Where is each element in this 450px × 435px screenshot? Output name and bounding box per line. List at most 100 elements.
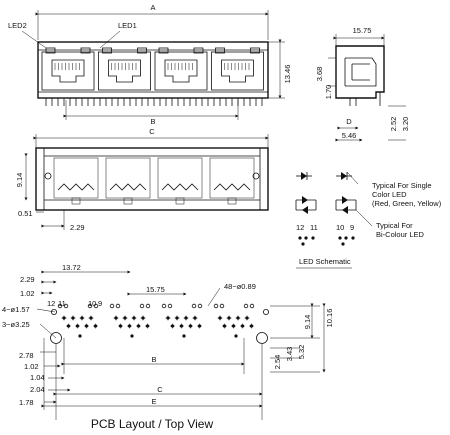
led-window: [193, 47, 204, 54]
pcb-pin9-label: 9: [98, 299, 102, 308]
pin-label: 11: [310, 223, 318, 232]
pcb-dim-e-label: E: [151, 397, 156, 406]
single-diode-symbol-a: [296, 172, 312, 180]
rj45-port: [154, 47, 208, 91]
led-window: [215, 47, 225, 54]
led-window: [137, 47, 147, 54]
pcb-pin11-label: 11: [58, 299, 66, 308]
pin-hole: [63, 303, 69, 309]
pin-hole: [167, 303, 173, 309]
dim-c-label: C: [149, 127, 155, 136]
single-led-note-line2: Color LED: [372, 190, 407, 199]
pin-hole: [139, 303, 145, 309]
pcb-2-29-label: 2.29: [20, 275, 35, 284]
pin-hole: [93, 303, 99, 309]
pin-label: 10: [336, 223, 344, 232]
led-window: [250, 47, 260, 54]
pcb-3-43-label: 3.43: [285, 347, 294, 362]
pin-hole: [145, 303, 151, 309]
bicolour-diode-symbol-a: [295, 196, 317, 214]
contact-spring: [161, 183, 199, 191]
side-base-label: 5.46: [342, 131, 357, 140]
pcb-hole-large-label: 3−ø3.25: [2, 320, 30, 329]
pin-hole: [182, 334, 186, 338]
pcb-layout-caption: PCB Layout / Top View: [91, 417, 214, 431]
led-schematic-caption: LED Schematic: [299, 257, 351, 266]
pcb-13-72-label: 13.72: [62, 263, 81, 272]
bicolour-diode-symbol-b: [335, 196, 373, 227]
pcb-port-footprint: [109, 303, 151, 338]
pcb-1-04-label: 1.04: [30, 373, 45, 382]
bottom-edge-label: 0.51: [18, 209, 33, 218]
pcb-port-footprint: [57, 303, 99, 338]
pcb-10-16-label: 10.16: [325, 309, 334, 328]
rj45-port: [211, 47, 264, 91]
contact-spring: [213, 183, 251, 191]
pcb-5-32-label: 5.32: [297, 345, 306, 360]
dim-a-label: A: [150, 3, 155, 12]
side-d1-label: 3.68: [315, 67, 324, 82]
pin-hole: [243, 303, 249, 309]
led-window: [102, 47, 112, 54]
pin-hole: [78, 334, 82, 338]
led-window: [45, 47, 56, 54]
pcb-dim-c-label: C: [157, 385, 163, 394]
side-view: 15.75 3.68 1.70 2.52 3.20 D 5.46: [315, 26, 410, 142]
side-d3-label: 2.52: [389, 117, 398, 132]
bi-led-note-line1: Typical For: [376, 221, 413, 230]
bottom-port: [209, 157, 255, 205]
led-window: [80, 47, 91, 54]
pcb-layout: 13.72 2.29 1.02 15.75 4−ø1.57 3−ø3.25 48…: [2, 263, 334, 420]
led-window: [158, 47, 169, 54]
pcb-port-footprint: [213, 303, 255, 338]
pin-hole: [109, 303, 115, 309]
bottom-height-label: 9.14: [15, 173, 24, 188]
pin-hole: [130, 334, 134, 338]
single-led-note-line1: Typical For Single: [372, 181, 432, 190]
pcb-dim-b-label: B: [151, 355, 156, 364]
bottom-pitch-label: 2.29: [70, 223, 85, 232]
front-height-label: 13.46: [283, 65, 292, 84]
pin-hole: [57, 303, 63, 309]
rj45-port: [98, 47, 151, 91]
pcb-1-02b-label: 1.02: [24, 362, 39, 371]
bottom-port: [53, 157, 99, 205]
mounting-hole: [256, 332, 268, 344]
port-opening: [221, 59, 254, 83]
pcb-hole-pins-label: 48−ø0.89: [224, 282, 256, 291]
pin-hole: [197, 303, 203, 309]
small-hole: [262, 308, 269, 315]
pin-hole: [115, 303, 121, 309]
single-diode-symbol-b: [336, 171, 359, 185]
port-opening: [164, 59, 198, 83]
mounting-hole: [50, 332, 62, 344]
side-width-label: 15.75: [353, 26, 372, 35]
led-schematic: Typical For Single Color LED (Red, Green…: [295, 171, 442, 269]
pcb-port-footprint: [161, 303, 203, 338]
port-opening: [51, 59, 85, 83]
rj45-port: [41, 47, 95, 91]
pin-hole: [249, 303, 255, 309]
contact-spring: [57, 183, 95, 191]
pcb-hole-small-label: 4−ø1.57: [2, 305, 30, 314]
pin-label: 9: [350, 223, 354, 232]
small-hole: [51, 308, 58, 315]
pin-hole: [219, 303, 225, 309]
dim-b-label: B: [150, 117, 155, 126]
front-view: A LED2 LED1 13.46 B: [8, 3, 292, 126]
pcb-2-78-label: 2.78: [19, 351, 34, 360]
bottom-view: C 9.14 0.51 2.29: [15, 127, 269, 232]
pin-hole: [87, 303, 93, 309]
led2-label: LED2: [8, 21, 27, 30]
schematic-pin-dots: [298, 236, 355, 246]
pcb-1-78-label: 1.78: [19, 398, 34, 407]
led1-label: LED1: [118, 21, 137, 30]
pin-hole: [161, 303, 167, 309]
pin-hole: [234, 334, 238, 338]
side-d4-label: 3.20: [401, 117, 410, 132]
port-opening: [108, 59, 141, 83]
pcb-15-75-label: 15.75: [146, 285, 165, 294]
pcb-1-02-label: 1.02: [20, 289, 35, 298]
pcb-9-14-label: 9.14: [303, 315, 312, 330]
